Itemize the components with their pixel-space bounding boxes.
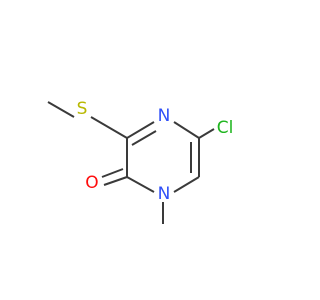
bond-sulfur-c2 [90, 116, 128, 139]
bond-c-chlorine [198, 128, 215, 139]
bond-ch-n-ring-bottom [173, 176, 200, 193]
atom-nitrogen-ring-bottom: N [158, 184, 171, 204]
bond-c2-n-ring-top-double [131, 130, 157, 146]
atom-oxygen: O [85, 173, 98, 193]
molecule-structure-drawing: S N Cl O N [47, 99, 234, 224]
bond-c2-n-ring-top [126, 121, 155, 139]
bond-n-ring-top-c-cl [173, 121, 200, 139]
bonds [47, 101, 215, 224]
bond-carbonyl-oxygen-double [101, 168, 124, 178]
atom-nitrogen-ring-top: N [158, 106, 171, 126]
bond-carbonyl-oxygen [103, 176, 128, 186]
bond-n-ring-bottom-carbonyl [126, 176, 155, 193]
bond-methyl-sulfur [47, 101, 75, 118]
atom-chlorine: Cl [217, 118, 234, 138]
atom-sulfur: S [77, 99, 88, 119]
atom-labels: S N Cl O N [77, 99, 234, 204]
